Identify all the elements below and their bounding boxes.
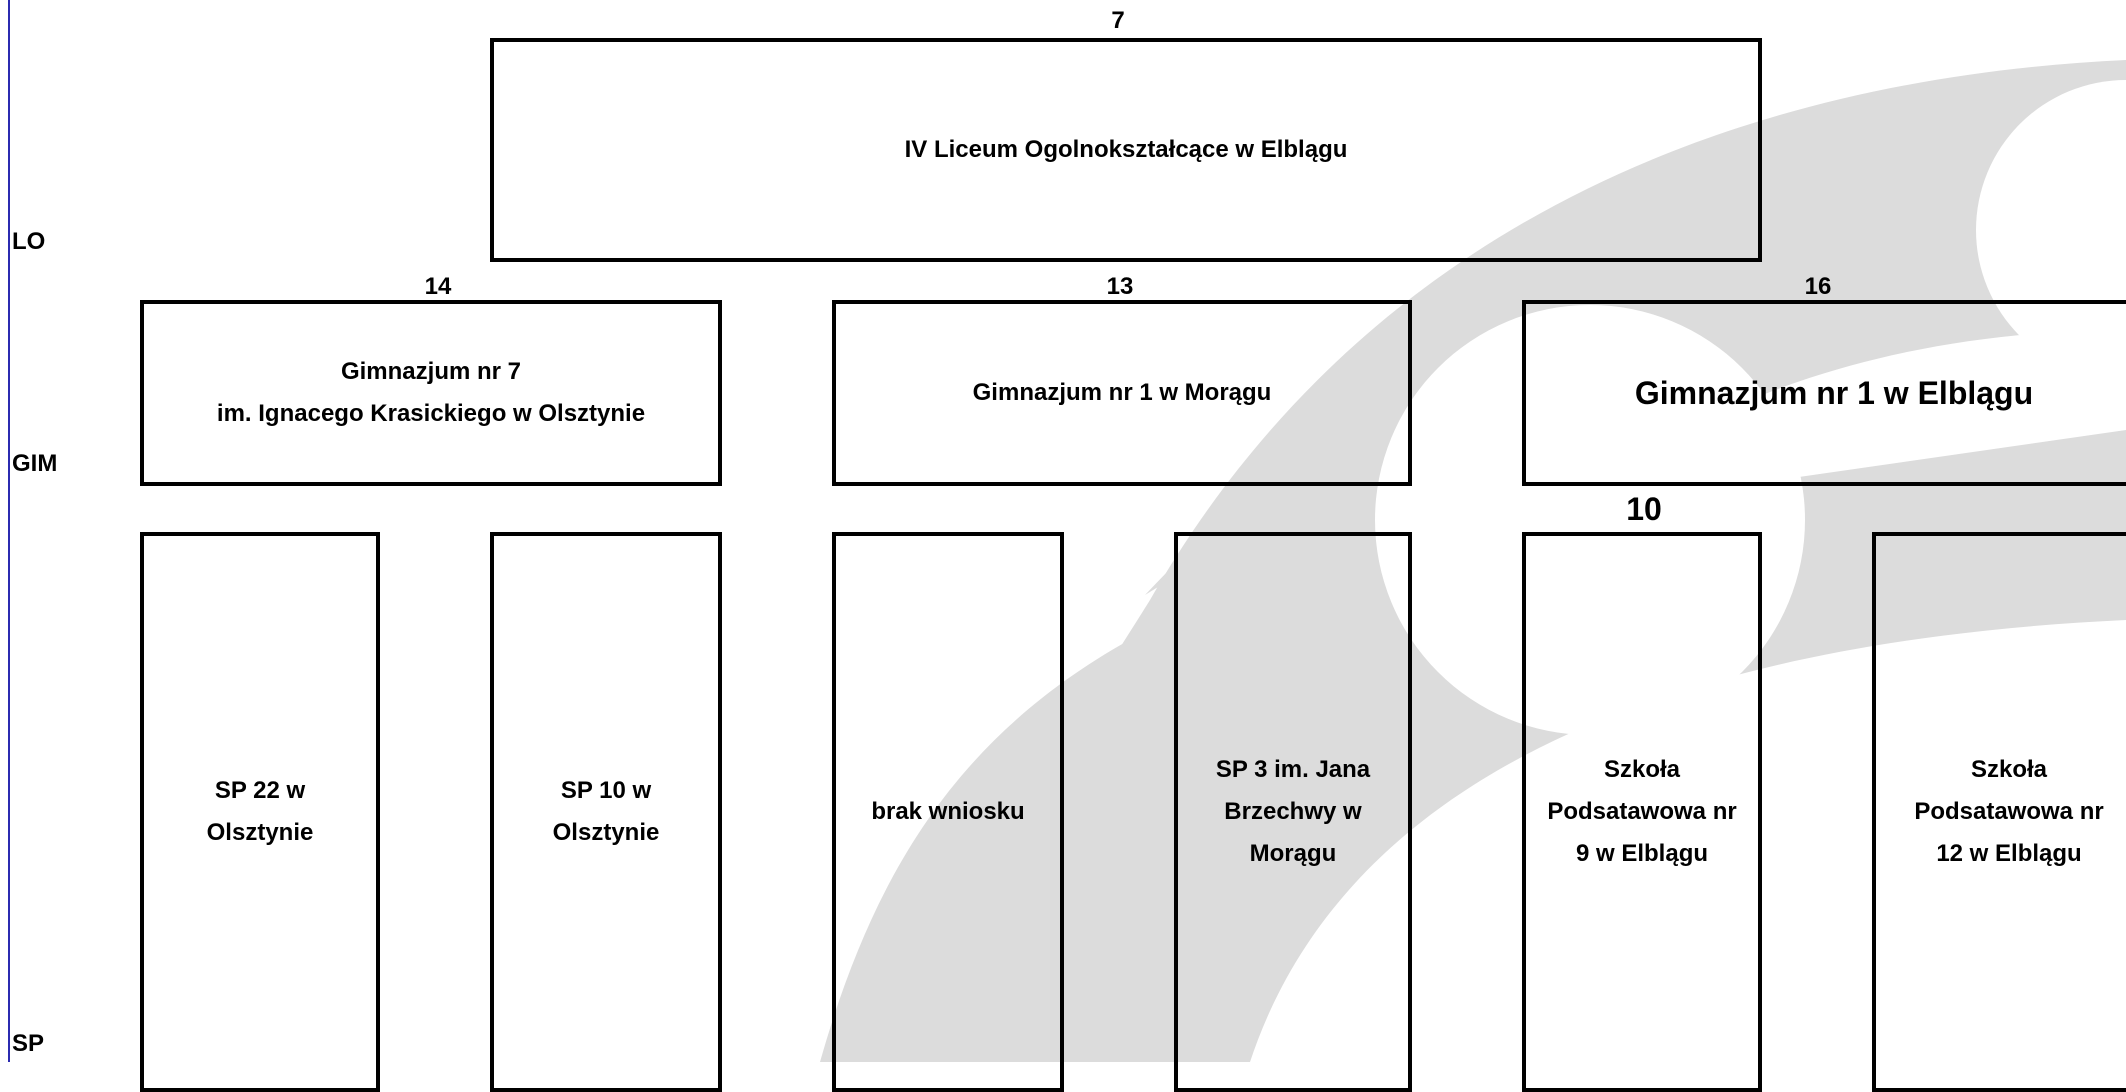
- level-label-sp: SP: [12, 1030, 45, 1057]
- sp-name-2: SP 10 w Olsztynie: [552, 777, 660, 846]
- gim-count-1: 14: [424, 273, 452, 300]
- gim-box-2: Gimnazjum nr 1 w Morągu: [832, 300, 1412, 486]
- sp-name-5: Szkoła Podsatawowa nr 9 w Elblągu: [1547, 756, 1737, 867]
- gim-box-1: Gimnazjum nr 7 im. Ignacego Krasickiego …: [140, 300, 722, 486]
- level-label-lo: LO: [12, 228, 46, 255]
- gim-count-2: 13: [1106, 273, 1134, 300]
- sp-name-4: SP 3 im. Jana Brzechwy w Morągu: [1215, 756, 1371, 867]
- sp-name-6: Szkoła Podsatawowa nr 12 w Elblągu: [1914, 756, 2104, 867]
- watermark-swoosh-lower: [820, 430, 2126, 1062]
- watermark-circle: [1375, 305, 1805, 735]
- lo-count: 7: [1111, 7, 1125, 34]
- sp-box-2: SP 10 w Olsztynie: [490, 532, 722, 1092]
- sp-box-5: Szkoła Podsatawowa nr 9 w Elblągu: [1522, 532, 1762, 1092]
- sp-box-1: SP 22 w Olsztynie: [140, 532, 380, 1092]
- sp-name-1: SP 22 w Olsztynie: [206, 777, 314, 846]
- watermark-logo: [820, 60, 2126, 1062]
- gim-name-2: Gimnazjum nr 1 w Morągu: [972, 379, 1272, 406]
- watermark-circle-right: [1976, 80, 2126, 380]
- sp-box-4: SP 3 im. Jana Brzechwy w Morągu: [1174, 532, 1412, 1092]
- lo-name: IV Liceum Ogolnokształcące w Elblągu: [904, 136, 1348, 163]
- sp-box-3: brak wniosku: [832, 532, 1064, 1092]
- gim-name-3: Gimnazjum nr 1 w Elblągu: [1634, 375, 2034, 411]
- lo-box: IV Liceum Ogolnokształcące w Elblągu: [490, 38, 1762, 262]
- sp-count-5: 10: [1626, 491, 1662, 527]
- level-label-gim: GIM: [12, 450, 58, 477]
- left-border-rule: [8, 0, 10, 1062]
- sp-box-6: Szkoła Podsatawowa nr 12 w Elblągu: [1872, 532, 2126, 1092]
- gim-box-3: Gimnazjum nr 1 w Elblągu: [1522, 300, 2126, 486]
- sp-name-3: brak wniosku: [871, 798, 1025, 825]
- gim-name-1: Gimnazjum nr 7 im. Ignacego Krasickiego …: [216, 358, 646, 427]
- gim-count-3: 16: [1804, 273, 1832, 300]
